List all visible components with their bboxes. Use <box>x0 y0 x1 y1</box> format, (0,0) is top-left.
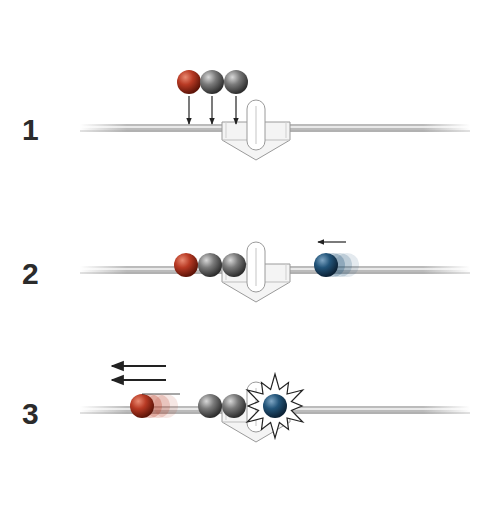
impact-burst <box>247 374 302 438</box>
step-number: 1 <box>22 115 39 145</box>
step-number: 2 <box>22 259 39 289</box>
step-number: 3 <box>22 399 39 429</box>
